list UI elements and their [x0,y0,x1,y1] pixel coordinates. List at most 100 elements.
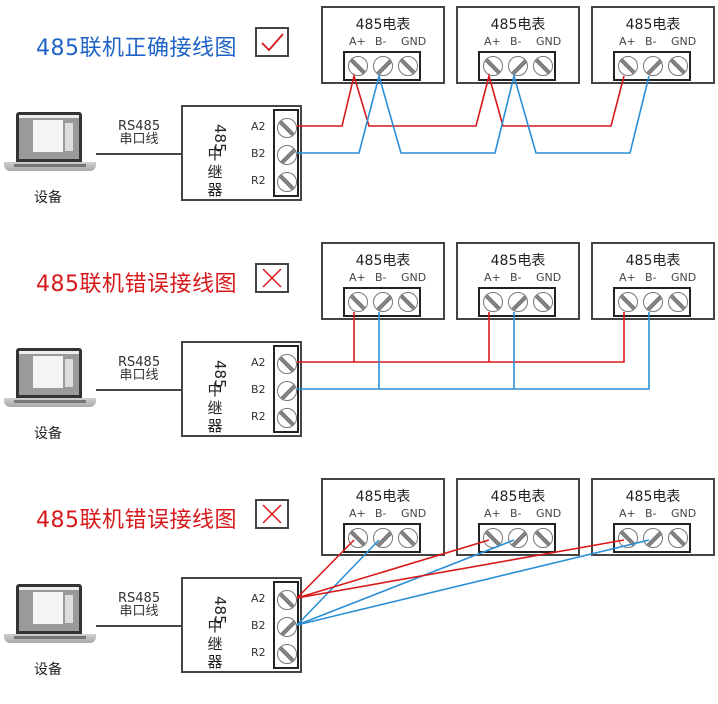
screw-terminal-icon [508,56,528,76]
repeater-port-label: R2 [251,646,266,659]
cable-label-line2: 串口线 [119,368,159,383]
screw-terminal-icon [483,56,503,76]
screw-terminal-icon [483,528,503,548]
cable-label-line2: 串口线 [119,604,159,619]
meter-terminal-label: A+ [484,507,501,520]
repeater-port-label: A2 [251,120,266,133]
repeater-name-chars: 中继器 [207,381,223,435]
repeater-port-label: R2 [251,410,266,423]
meter-terminal-label: B- [375,35,387,48]
laptop-icon [4,348,96,414]
meter-name: 485电表 [355,17,411,33]
screw-terminal-icon [533,56,553,76]
meter-terminal-label: B- [510,271,522,284]
repeater-port-label: B2 [251,383,266,396]
meter-name: 485电表 [355,253,411,269]
screw-terminal-icon [668,528,688,548]
meter-terminal-label: GND [401,271,427,284]
rs485-cable [96,625,182,627]
cable-label-line1: RS485 [118,355,161,370]
screw-terminal-icon [668,292,688,312]
repeater-name-chars: 中继器 [207,617,223,671]
screw-terminal-icon [643,528,663,548]
meter-box-1: 485电表 A+ B- GND [321,6,445,84]
rs485-cable [96,389,182,391]
meter-terminal-label: B- [375,507,387,520]
wire-b-bus [297,312,650,390]
repeater-terminal-block [273,109,299,197]
screw-terminal-icon [398,292,418,312]
meter-terminal-label: GND [401,507,427,520]
repeater-name-digits: 485 [211,596,229,625]
check-icon [255,27,289,57]
screw-terminal-icon [483,292,503,312]
meter-terminal-label: A+ [484,271,501,284]
screw-terminal-icon [643,56,663,76]
screw-terminal-icon [618,56,638,76]
meter-terminal-label: GND [671,35,697,48]
repeater-port-label: B2 [251,619,266,632]
screw-terminal-icon [398,56,418,76]
meter-terminal-label: A+ [349,507,366,520]
repeater-name-digits: 485 [211,360,229,389]
screw-terminal-icon [276,172,297,192]
meter-terminal-labels: A+ B- GND [349,507,431,520]
meter-terminal-labels: A+B-GND [619,35,701,48]
meter-terminal-block [343,51,421,81]
screw-terminal-icon [276,145,297,165]
screw-terminal-icon [348,292,368,312]
meter-terminal-block [478,523,556,553]
meter-terminal-block [613,287,691,317]
screw-terminal-icon [373,56,393,76]
device-label: 设备 [34,190,62,206]
meter-terminal-label: B- [510,35,522,48]
meter-terminal-labels: A+B-GND [484,35,566,48]
screw-terminal-icon [373,292,393,312]
meter-name: 485电表 [490,17,546,33]
repeater-port-label: A2 [251,356,266,369]
meter-terminal-block [613,523,691,553]
screw-terminal-icon [276,617,297,637]
screw-terminal-icon [398,528,418,548]
meter-terminal-block [343,523,421,553]
device-label: 设备 [34,662,62,678]
meter-terminal-labels: A+B-GND [349,271,431,284]
cable-label-line1: RS485 [118,591,161,606]
meter-terminal-block [613,51,691,81]
repeater-name-digits: 485 [211,124,229,153]
cross-icon [255,499,289,529]
repeater-terminal-block [273,345,299,433]
meter-terminal-label: GND [401,35,427,48]
meter-terminal-labels: A+ B- GND [349,35,431,48]
meter-terminal-block [478,51,556,81]
meter-terminal-label: A+ [619,271,636,284]
meter-name: 485电表 [490,253,546,269]
screw-terminal-icon [276,118,297,138]
meter-terminal-label: A+ [349,271,366,284]
device-label: 设备 [34,426,62,442]
screw-terminal-icon [276,354,297,374]
panel-title: 485联机错误接线图 [36,508,237,533]
cable-label-line2: 串口线 [119,132,159,147]
laptop-icon [4,112,96,178]
meter-terminal-label: A+ [349,35,366,48]
meter-terminal-label: A+ [484,35,501,48]
repeater-port-label: B2 [251,147,266,160]
repeater-port-label: R2 [251,174,266,187]
meter-terminal-block [343,287,421,317]
laptop-icon [4,584,96,650]
meter-terminal-labels: A+B-GND [619,271,701,284]
